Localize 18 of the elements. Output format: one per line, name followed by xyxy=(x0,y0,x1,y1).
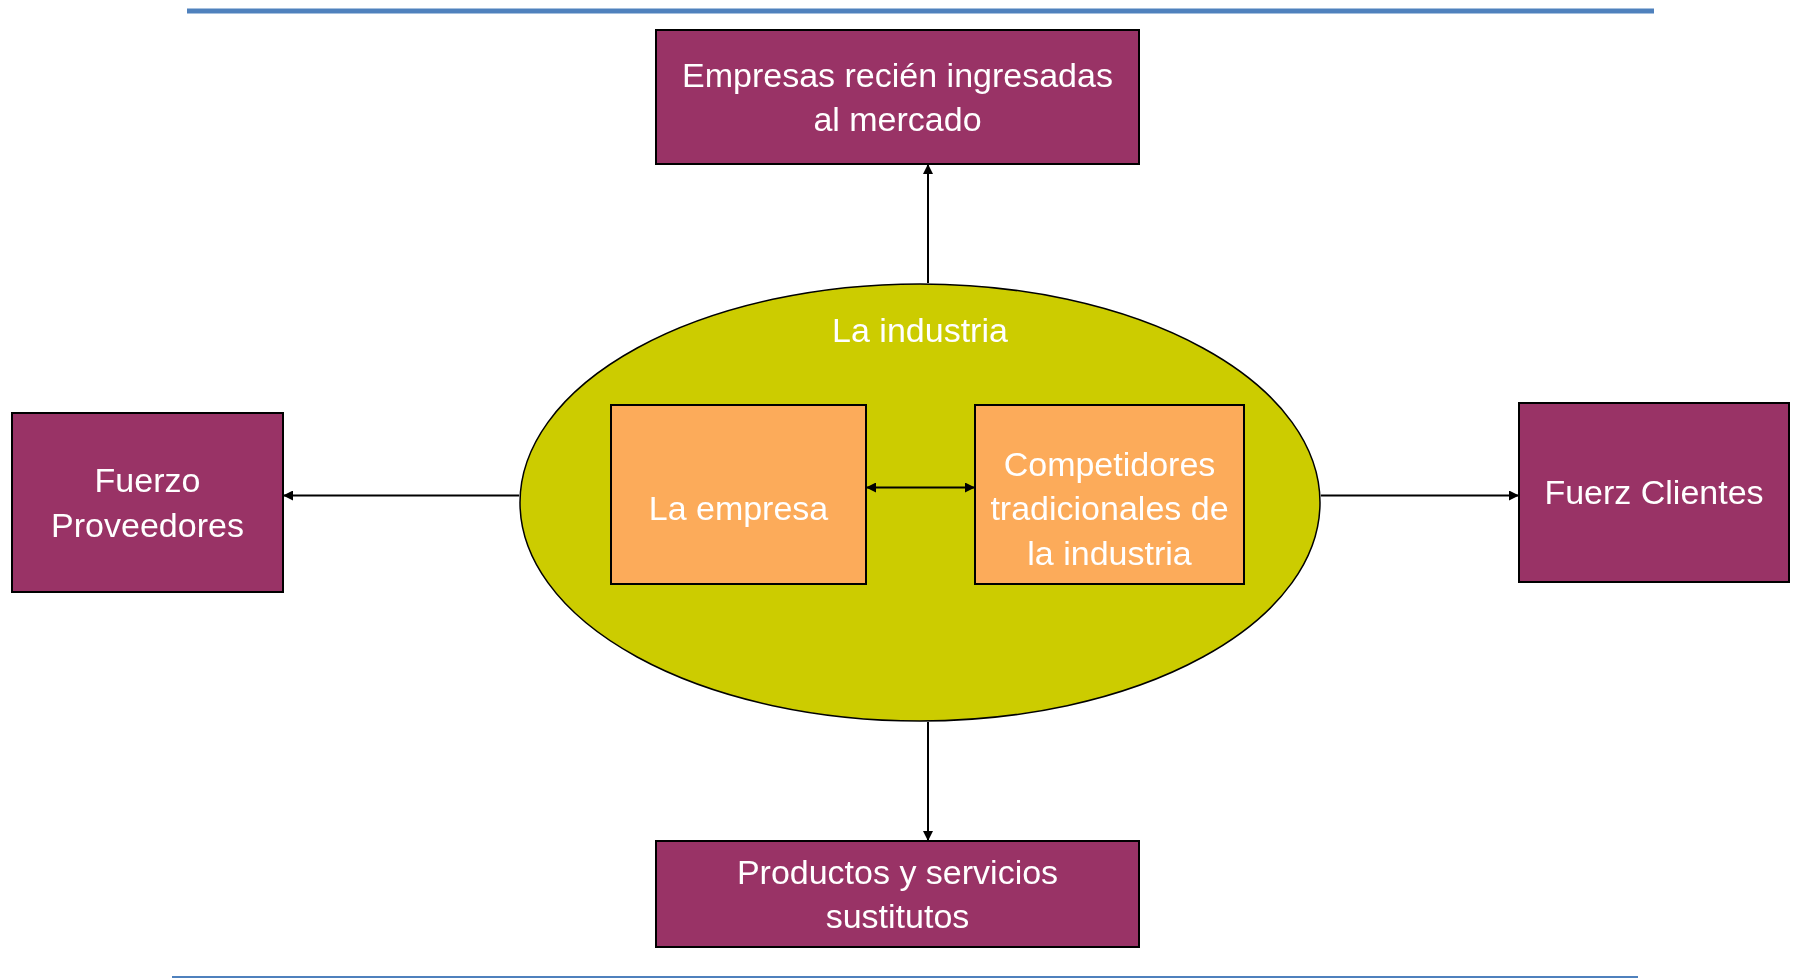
node-label: Fuerzo Proveedores xyxy=(50,460,245,546)
arrow xyxy=(923,720,933,841)
label-box xyxy=(610,404,867,585)
label-box xyxy=(655,840,1140,948)
arrow xyxy=(283,490,521,501)
label-box xyxy=(11,412,284,593)
node-label: La industria xyxy=(831,311,1009,350)
node-label: Empresas recién ingresadas al mercado xyxy=(681,54,1114,140)
node-label: Competidores tradicionales de la industria xyxy=(989,444,1230,574)
label-box xyxy=(1518,402,1790,583)
node-label: La empresa xyxy=(647,488,830,530)
arrow xyxy=(866,482,975,493)
arrow xyxy=(1319,490,1519,501)
label-box xyxy=(655,29,1140,165)
node-label: Fuerz Clientes xyxy=(1543,472,1765,514)
arrow xyxy=(923,164,933,285)
label-box xyxy=(974,404,1245,585)
node-label: Productos y servicios sustitutos xyxy=(735,851,1060,937)
